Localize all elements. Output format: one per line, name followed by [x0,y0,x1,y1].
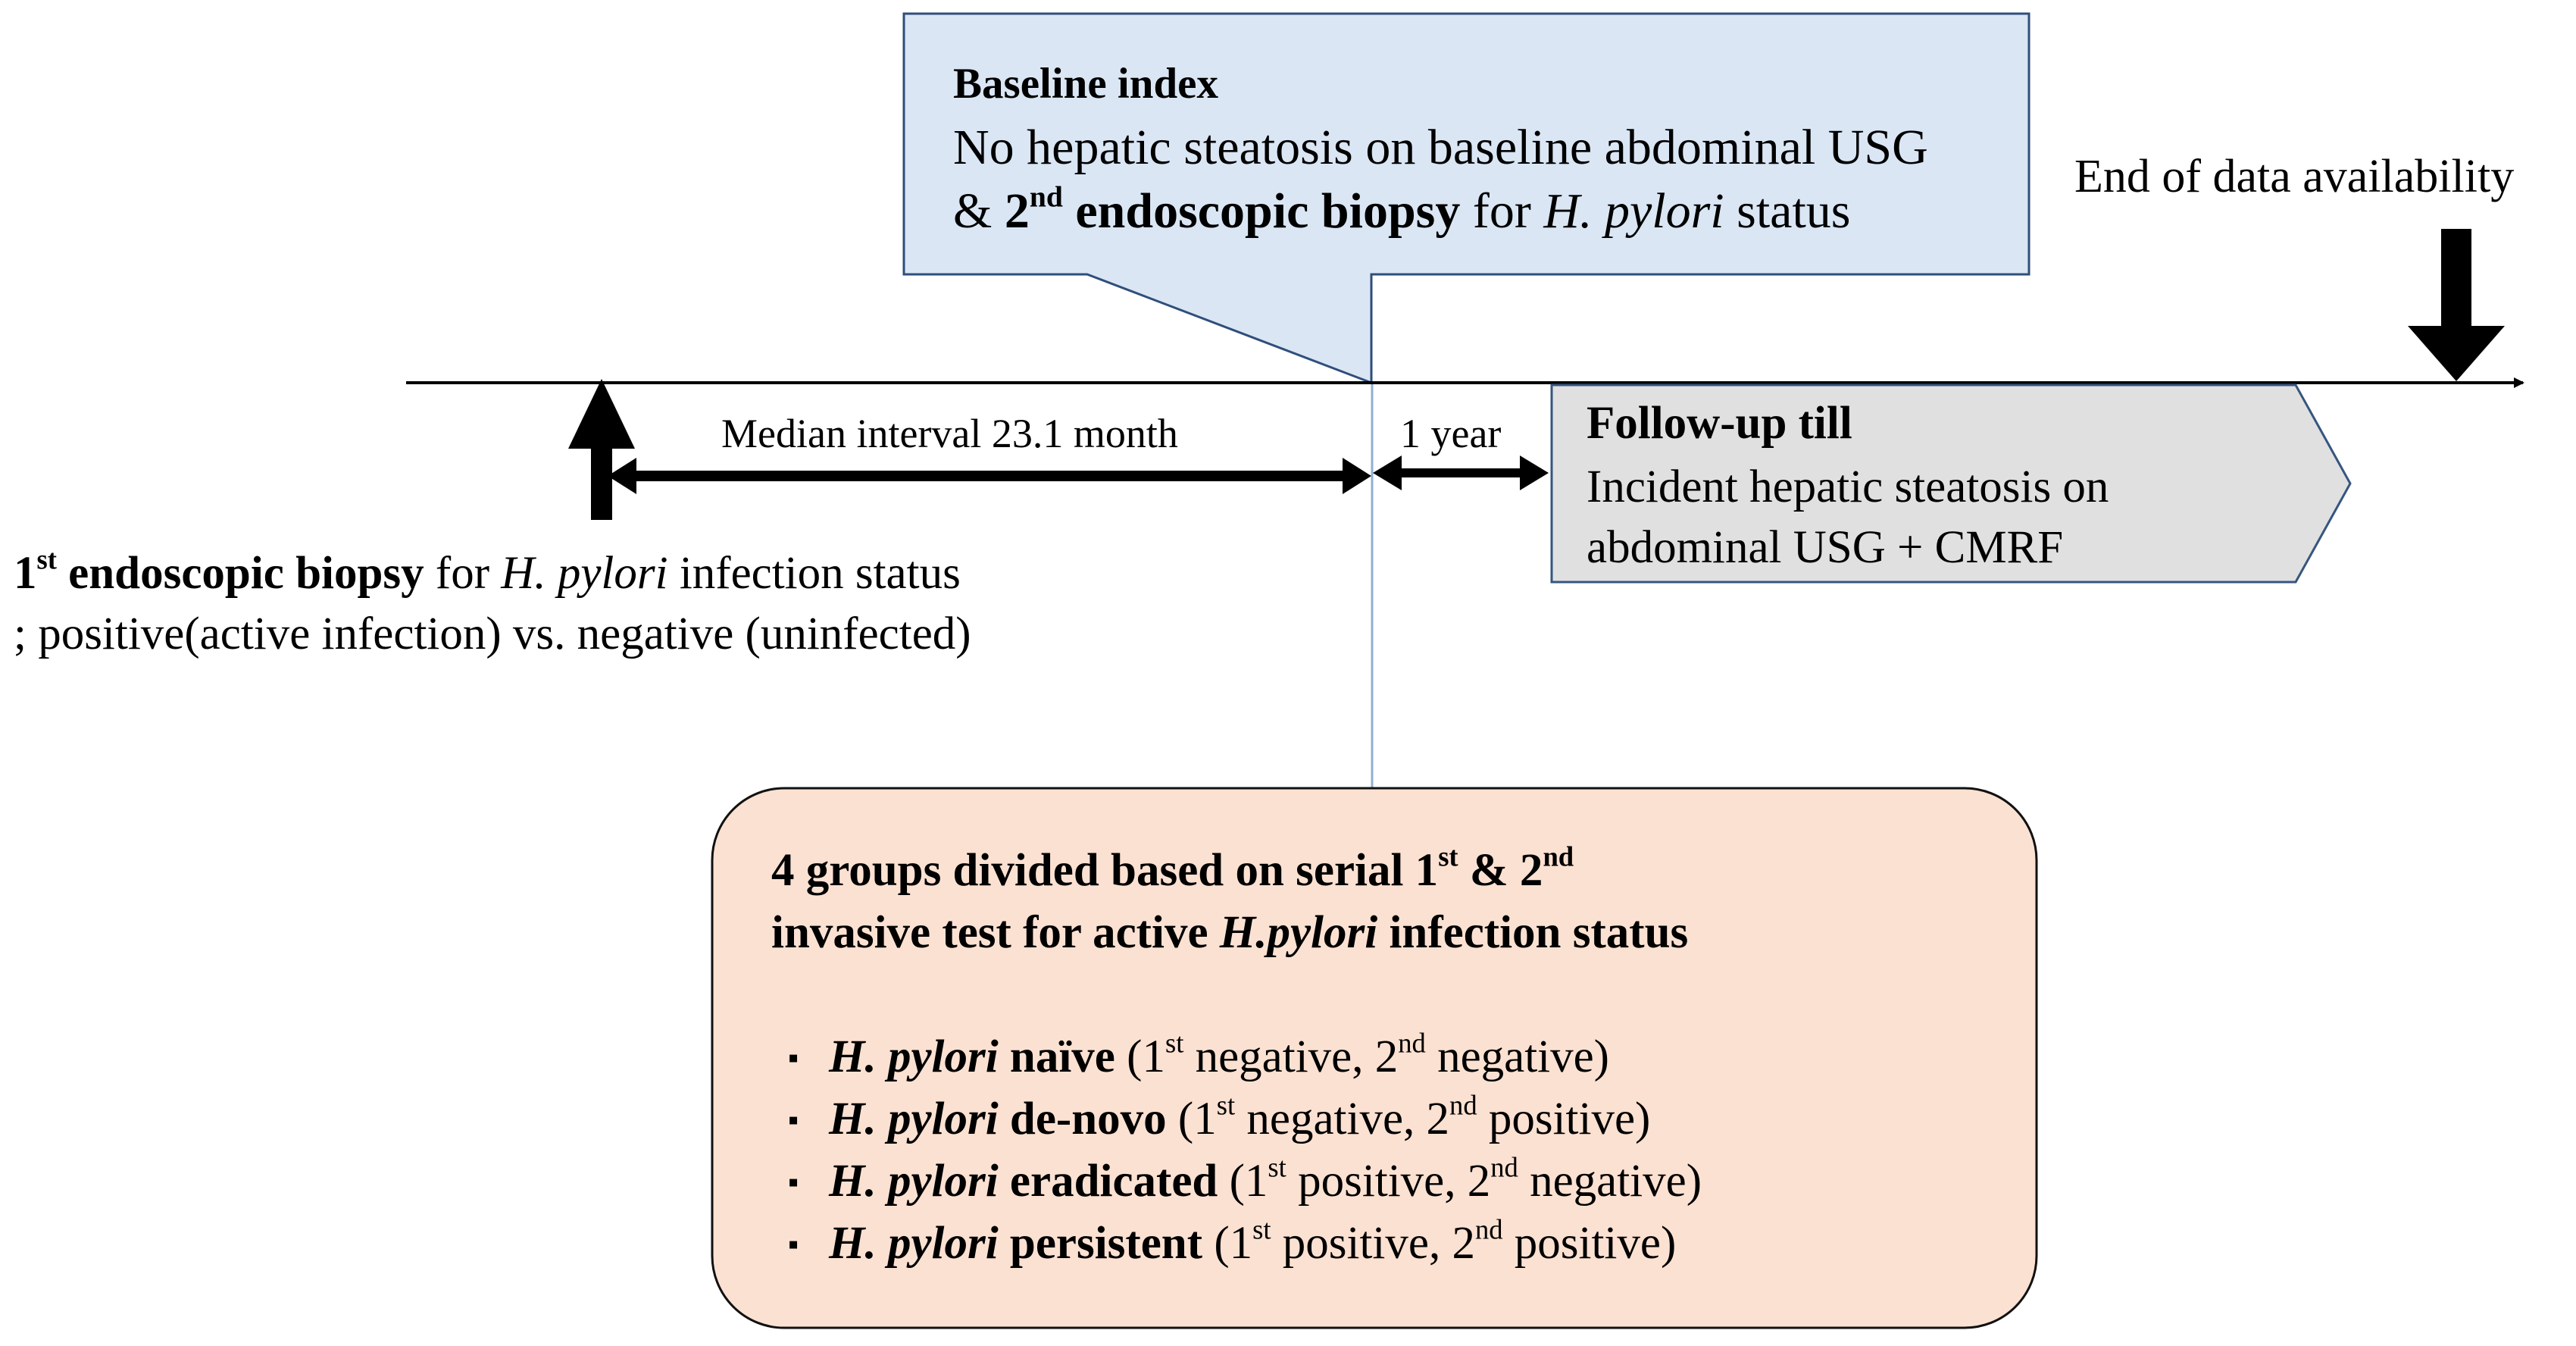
median-interval-arrow [608,458,1371,494]
followup-box [1550,383,2352,584]
baseline-callout [902,12,2030,385]
median-interval-label: Median interval 23.1 month [721,411,1178,456]
bullet-icon: ▪ [788,1227,799,1262]
baseline-description: No hepatic steatosis on baseline abdomin… [953,120,1928,175]
baseline-biopsy-note: & 2nd endoscopic biopsy for H. pylori st… [953,180,1851,239]
one-year-label: 1 year [1400,411,1502,456]
groups-title-line1: 4 groups divided based on serial 1st & 2… [771,840,1574,896]
group-item-naive: ▪H. pylori naïve (1st negative, 2nd nega… [788,1027,1609,1082]
followup-title: Follow-up till [1587,398,1852,449]
groups-title-line2: invasive test for active H.pylori infect… [771,907,1689,958]
group-item-persistent: ▪H. pylori persistent (1st positive, 2nd… [788,1213,1677,1269]
end-of-data-arrow [2408,229,2505,381]
groups-box [711,787,2038,1329]
bullet-icon: ▪ [788,1165,799,1200]
followup-line2: abdominal USG + CMRF [1587,522,2064,573]
bullet-icon: ▪ [788,1103,799,1138]
first-biopsy-comparison: ; positive(active infection) vs. negativ… [14,609,971,659]
end-of-data-label: End of data availability [2074,151,2515,202]
first-biopsy-label: 1st endoscopic biopsy for H. pylori infe… [14,543,961,599]
followup-line1: Incident hepatic steatosis on [1587,462,2109,512]
bullet-icon: ▪ [788,1041,799,1075]
first-biopsy-arrow [568,379,635,520]
group-item-de-novo: ▪H. pylori de-novo (1st negative, 2nd po… [788,1089,1651,1144]
group-item-eradicated: ▪H. pylori eradicated (1st positive, 2nd… [788,1151,1702,1207]
one-year-arrow [1373,455,1549,490]
baseline-title: Baseline index [953,60,1218,108]
